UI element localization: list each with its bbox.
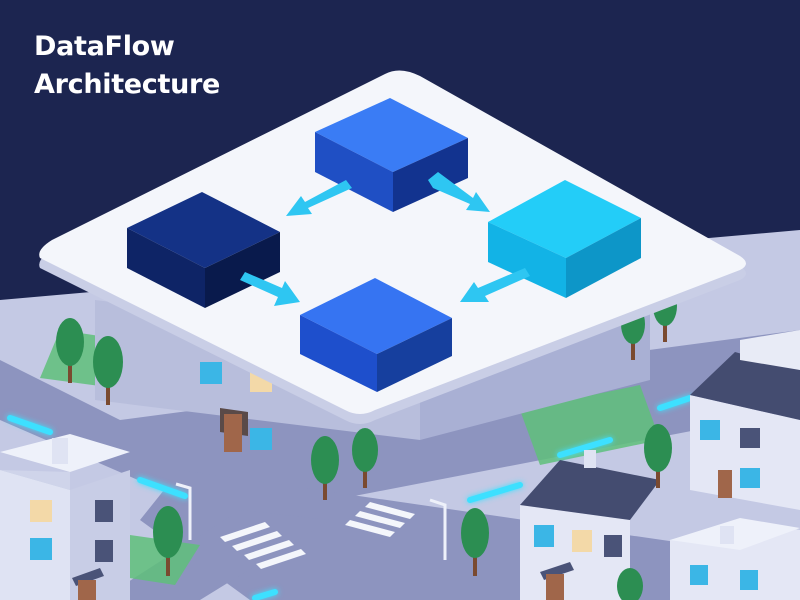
building-left xyxy=(0,434,130,600)
node-right xyxy=(488,180,641,298)
building-bottom-right xyxy=(520,450,660,600)
page-title: DataFlow Architecture xyxy=(34,28,220,104)
node-bottom xyxy=(300,278,452,392)
building-right xyxy=(690,330,800,510)
crosswalks xyxy=(220,502,415,569)
node-left xyxy=(127,192,280,308)
arrow-top-to-left xyxy=(286,180,352,216)
diagram-nodes xyxy=(127,98,641,392)
road-lights xyxy=(7,395,693,600)
node-top xyxy=(315,98,468,212)
building-far-right xyxy=(670,518,800,600)
trees xyxy=(56,286,677,600)
arrow-left-to-bottom xyxy=(240,272,300,306)
arrow-right-to-bottom xyxy=(460,268,530,302)
street-lamps xyxy=(175,482,447,560)
diagram-platform xyxy=(39,70,746,424)
arrow-top-to-right xyxy=(428,172,490,212)
title-line-1: DataFlow xyxy=(34,31,175,62)
title-line-2: Architecture xyxy=(34,69,221,100)
diagram-arrows xyxy=(240,172,530,306)
